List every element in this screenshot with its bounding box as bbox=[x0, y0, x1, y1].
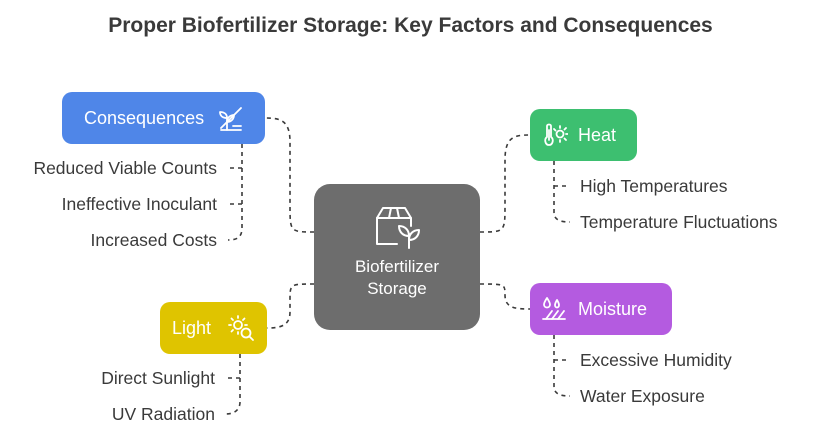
center-label-line2: Storage bbox=[367, 279, 427, 298]
moisture-label: Moisture bbox=[578, 298, 648, 319]
heat-item-1: High Temperatures bbox=[580, 176, 728, 196]
light-item-2: UV Radiation bbox=[111, 404, 215, 424]
box-plant-icon bbox=[376, 207, 420, 249]
connector-consequences-items bbox=[227, 144, 243, 241]
connector-light bbox=[266, 283, 315, 329]
heat-item-2: Temperature Fluctuations bbox=[580, 212, 778, 232]
consequences-item-2: Ineffective Inoculant bbox=[61, 194, 217, 214]
water-drops-icon bbox=[542, 297, 566, 320]
connector-heat bbox=[479, 134, 531, 233]
moisture-item-1: Excessive Humidity bbox=[580, 350, 732, 370]
center-node: Biofertilizer Storage bbox=[314, 184, 480, 330]
light-item-1: Direct Sunlight bbox=[101, 368, 215, 388]
consequences-label: Consequences bbox=[84, 107, 205, 128]
page-title: Proper Biofertilizer Storage: Key Factor… bbox=[108, 14, 713, 37]
connector-consequences bbox=[264, 117, 315, 233]
moisture-node: Moisture bbox=[530, 283, 672, 335]
connector-moisture bbox=[479, 283, 531, 310]
sun-search-icon bbox=[228, 315, 254, 341]
wilting-plant-icon bbox=[219, 107, 242, 131]
center-label-line1: Biofertilizer bbox=[354, 257, 440, 276]
light-label: Light bbox=[172, 317, 212, 338]
heat-label: Heat bbox=[578, 124, 617, 145]
light-node: Light bbox=[160, 302, 267, 354]
consequences-item-3: Increased Costs bbox=[90, 230, 217, 250]
thermometer-sun-icon bbox=[544, 123, 568, 146]
connector-moisture-items bbox=[553, 335, 571, 397]
heat-node: Heat bbox=[530, 109, 637, 161]
moisture-item-2: Water Exposure bbox=[580, 386, 705, 406]
consequences-item-1: Reduced Viable Counts bbox=[33, 158, 217, 178]
connector-heat-items bbox=[553, 161, 571, 223]
connector-light-items bbox=[225, 354, 241, 415]
consequences-node: Consequences bbox=[62, 92, 265, 144]
